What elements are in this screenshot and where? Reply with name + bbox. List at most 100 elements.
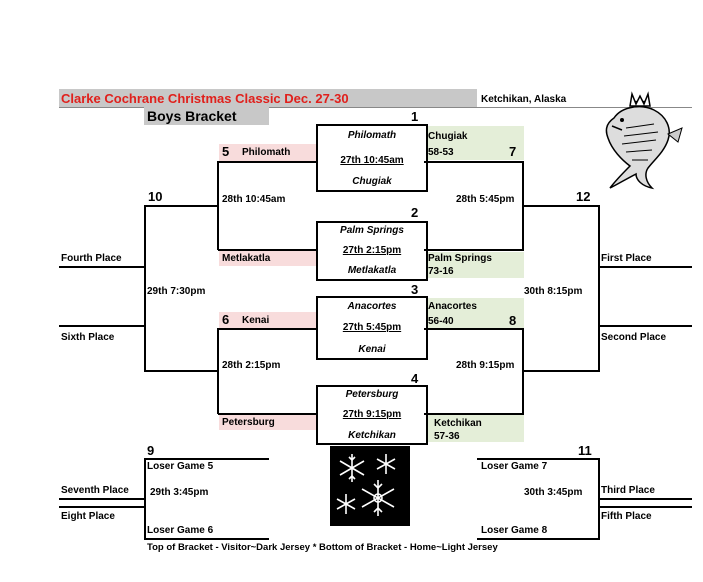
game-7-winner-bottom: Palm Springs bbox=[428, 253, 492, 264]
game-8-bottom-line bbox=[424, 413, 524, 415]
game-6-loser-highlight bbox=[219, 414, 316, 430]
game-8-winner-top: Anacortes bbox=[428, 301, 477, 312]
game-6-bottom-line bbox=[218, 413, 316, 415]
game-3-top-team: Anacortes bbox=[347, 301, 397, 312]
game-5-number: 5 bbox=[222, 144, 230, 159]
third-place-line bbox=[598, 498, 692, 500]
game-2-number: 2 bbox=[411, 205, 419, 220]
seventh-place-label: Seventh Place bbox=[61, 485, 129, 496]
game-10-bottom-line bbox=[144, 370, 218, 372]
game-9-top-team: Loser Game 5 bbox=[147, 461, 214, 472]
subtitle-bar bbox=[144, 107, 269, 125]
second-place-line bbox=[598, 325, 692, 327]
game-7-score-bottom: 73-16 bbox=[428, 266, 454, 277]
game-6-team-highlight bbox=[219, 312, 316, 329]
game-8-time: 28th 9:15pm bbox=[456, 360, 515, 371]
game-12-bottom-line bbox=[524, 370, 600, 372]
game-10-time: 29th 7:30pm bbox=[147, 286, 206, 297]
third-place-label: Third Place bbox=[601, 485, 655, 496]
game-4-time: 27th 9:15pm bbox=[342, 409, 402, 420]
game-12-time: 30th 8:15pm bbox=[524, 286, 583, 297]
game-1-number: 1 bbox=[411, 109, 419, 124]
second-place-label: Second Place bbox=[601, 332, 667, 343]
game-7-top-line bbox=[424, 161, 524, 163]
game-8-number: 8 bbox=[509, 313, 517, 328]
game-7-winner-top-highlight bbox=[426, 126, 524, 160]
game-8-winner-bottom: Ketchikan bbox=[434, 418, 482, 429]
snowflakes-icon bbox=[330, 446, 410, 526]
game-2-top-team: Palm Springs bbox=[340, 225, 404, 236]
game-5-loser: Metlakatla bbox=[222, 253, 271, 264]
game-7-bottom-line bbox=[424, 249, 524, 251]
eighth-place-label: Eight Place bbox=[61, 511, 115, 522]
game-5-team: Philomath bbox=[242, 147, 291, 158]
game-1-time: 27th 10:45am bbox=[340, 155, 404, 166]
game-9-bottom-line bbox=[144, 538, 269, 540]
game-5-bottom-line bbox=[218, 249, 316, 251]
game-8-score-bottom: 57-36 bbox=[434, 431, 460, 442]
footer-note: Top of Bracket - Visitor~Dark Jersey * B… bbox=[147, 542, 498, 553]
game-11-bottom-line bbox=[477, 538, 600, 540]
bracket-subtitle: Boys Bracket bbox=[147, 108, 237, 124]
game-11-top-line bbox=[477, 458, 600, 460]
game-4-bottom-team: Ketchikan bbox=[348, 430, 396, 441]
sixth-place-line bbox=[59, 325, 146, 327]
game-3-time: 27th 5:45pm bbox=[342, 322, 402, 333]
fourth-place-label: Fourth Place bbox=[61, 253, 122, 264]
game-5-loser-highlight bbox=[219, 250, 316, 266]
game-11-top-team: Loser Game 7 bbox=[481, 461, 548, 472]
game-10-vertical bbox=[144, 205, 146, 371]
game-1-top-team: Philomath bbox=[347, 130, 397, 141]
salmon-crown-icon bbox=[592, 88, 692, 192]
game-9-time: 29th 3:45pm bbox=[150, 487, 209, 498]
seventh-place-line bbox=[59, 498, 146, 500]
game-9-top-line bbox=[144, 458, 269, 460]
title-underline bbox=[59, 107, 692, 108]
game-5-team-highlight bbox=[219, 144, 316, 162]
game-1-bottom-team: Chugiak bbox=[352, 176, 392, 187]
game-3-bottom-team: Kenai bbox=[358, 344, 386, 355]
game-10-top-line bbox=[144, 205, 218, 207]
game-10-number: 10 bbox=[148, 189, 163, 204]
game-7-number: 7 bbox=[509, 144, 517, 159]
game-6-loser: Petersburg bbox=[222, 417, 275, 428]
first-place-line bbox=[598, 266, 692, 268]
game-6-time: 28th 2:15pm bbox=[222, 360, 281, 371]
game-6-team: Kenai bbox=[242, 315, 270, 326]
game-9-number: 9 bbox=[147, 443, 155, 458]
game-12-number: 12 bbox=[576, 189, 591, 204]
game-12-top-line bbox=[524, 205, 600, 207]
game-5-time: 28th 10:45am bbox=[222, 194, 286, 205]
game-8-winner-bottom-highlight bbox=[426, 414, 524, 442]
game-9-bottom-team: Loser Game 6 bbox=[147, 525, 214, 536]
game-2-box bbox=[316, 221, 428, 281]
game-8-winner-top-highlight bbox=[426, 298, 524, 328]
game-2-time: 27th 2:15pm bbox=[342, 245, 402, 256]
game-5-top-line bbox=[218, 161, 316, 163]
game-7-winner-top: Chugiak bbox=[428, 131, 468, 142]
fourth-place-line bbox=[59, 266, 146, 268]
game-11-number: 11 bbox=[578, 443, 592, 458]
game-4-number: 4 bbox=[411, 371, 419, 386]
game-7-score-top: 58-53 bbox=[428, 147, 454, 158]
sixth-place-label: Sixth Place bbox=[61, 332, 115, 343]
game-6-number: 6 bbox=[222, 312, 230, 327]
fifth-place-line bbox=[598, 506, 692, 508]
title-bar bbox=[59, 89, 477, 107]
page-title: Clarke Cochrane Christmas Classic Dec. 2… bbox=[61, 91, 349, 106]
game-5-vertical bbox=[217, 161, 219, 250]
game-1-box bbox=[316, 124, 428, 192]
game-7-winner-bottom-highlight bbox=[426, 252, 524, 278]
game-7-vertical bbox=[522, 161, 524, 250]
fifth-place-label: Fifth Place bbox=[601, 511, 652, 522]
game-6-vertical bbox=[217, 328, 219, 414]
game-8-top-line bbox=[424, 328, 524, 330]
game-12-vertical bbox=[598, 205, 600, 371]
game-3-number: 3 bbox=[411, 282, 419, 297]
first-place-label: First Place bbox=[601, 253, 652, 264]
game-6-top-line bbox=[218, 328, 316, 330]
game-8-score-top: 56-40 bbox=[428, 316, 454, 327]
game-2-bottom-team: Metlakatla bbox=[347, 265, 397, 276]
game-4-box bbox=[316, 385, 428, 445]
eighth-place-line bbox=[59, 506, 146, 508]
